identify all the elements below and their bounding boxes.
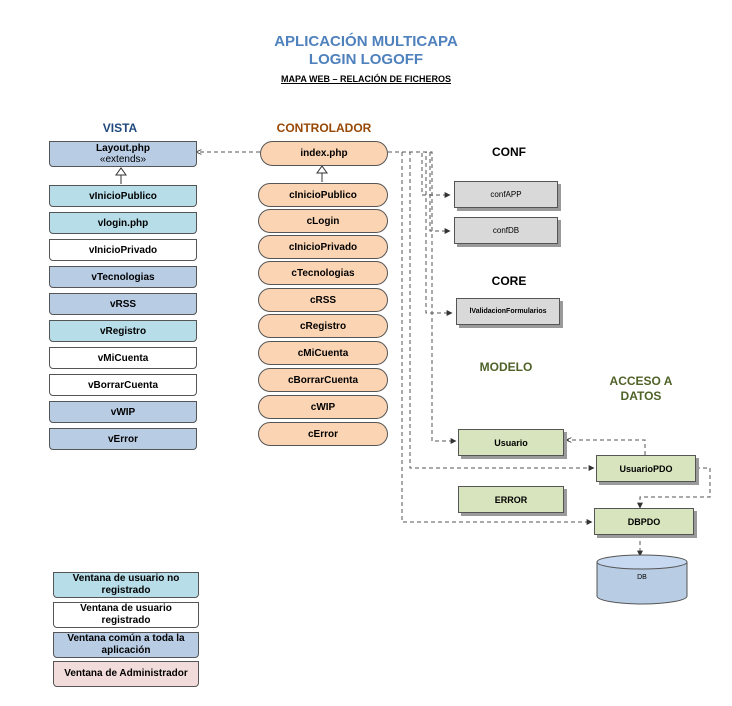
conf-item-confdb: confDB [454, 217, 558, 244]
layout-php-box: Layout.php «extends» [49, 141, 197, 171]
vista-item-vtecnologias: vTecnologias [49, 266, 197, 292]
controlador-extends-triangle [316, 165, 328, 174]
vista-item-vregistro: vRegistro [49, 320, 197, 346]
core-heading: CORE [491, 274, 527, 288]
vista-item-vinicio-privado: vInicioPrivado [49, 239, 197, 265]
conf-heading: CONF [492, 145, 526, 159]
vista-item-vlogin: vlogin.php [49, 212, 197, 238]
legend-no-registrado: Ventana de usuario no registrado [53, 572, 199, 602]
controlador-item-crss: cRSS [258, 288, 388, 312]
index-to-confapp-link [388, 151, 451, 198]
controlador-item-ctecnologias: cTecnologias [258, 261, 388, 285]
vista-item-vmicuenta: vMiCuenta [49, 347, 197, 373]
acceso-datos-heading: ACCESO A DATOS [609, 374, 673, 403]
legend-comun: Ventana común a toda la aplicación [53, 632, 199, 662]
subtitle: MAPA WEB – RELACIÓN DE FICHEROS [280, 74, 451, 84]
core-item-validacion: lValidacionFormularios [456, 298, 560, 325]
vista-heading: VISTA [102, 121, 138, 135]
vista-item-vwip: vWIP [49, 401, 197, 427]
dbpdo-box: DBPDO [594, 508, 694, 535]
usuario-pdo-box: UsuarioPDO [596, 455, 696, 482]
vista-item-vinicio-publico: vInicioPublico [49, 185, 197, 211]
vista-item-verror: vError [49, 428, 197, 454]
legend-administrador: Ventana de Administrador [53, 661, 199, 691]
vista-extends-triangle [115, 167, 127, 176]
controlador-item-cborrarcuenta: cBorrarCuenta [258, 368, 388, 392]
db-label: DB [637, 574, 647, 581]
usuariopdo-to-usuario-link [566, 440, 646, 455]
vista-item-vrss: vRSS [49, 293, 197, 319]
title-line-1: APLICACIÓN MULTICAPA [274, 33, 458, 50]
modelo-usuario-box: Usuario [458, 429, 564, 456]
usuariopdo-to-dbpdo-link [637, 467, 711, 509]
layout-extends-label: «extends» [99, 154, 147, 165]
index-php-box: index.php [260, 141, 388, 166]
layout-php-label: Layout.php [96, 143, 150, 154]
controlador-item-clogin: cLogin [258, 209, 388, 233]
controlador-item-cerror: cError [258, 422, 388, 446]
controlador-item-cinicio-privado: cInicioPrivado [258, 235, 388, 259]
index-to-confdb-link [388, 151, 451, 234]
db-cylinder [596, 554, 688, 605]
modelo-heading: MODELO [479, 360, 533, 374]
modelo-error-box: ERROR [458, 486, 564, 513]
controlador-heading: CONTROLADOR [276, 121, 372, 135]
controlador-item-cmicuenta: cMiCuenta [258, 341, 388, 365]
legend-registrado: Ventana de usuario registrado [53, 602, 199, 632]
index-to-validacion-link [388, 151, 453, 316]
controlador-item-cinicio-publico: cInicioPublico [258, 183, 388, 207]
index-to-dbpdo-link [388, 151, 593, 525]
title-line-2: LOGIN LOGOFF [308, 51, 424, 68]
conf-item-confapp: confAPP [454, 181, 558, 208]
controlador-item-cwip: cWIP [258, 395, 388, 419]
vista-item-vborrarcuenta: vBorrarCuenta [49, 374, 197, 400]
controlador-item-cregistro: cRegistro [258, 314, 388, 338]
